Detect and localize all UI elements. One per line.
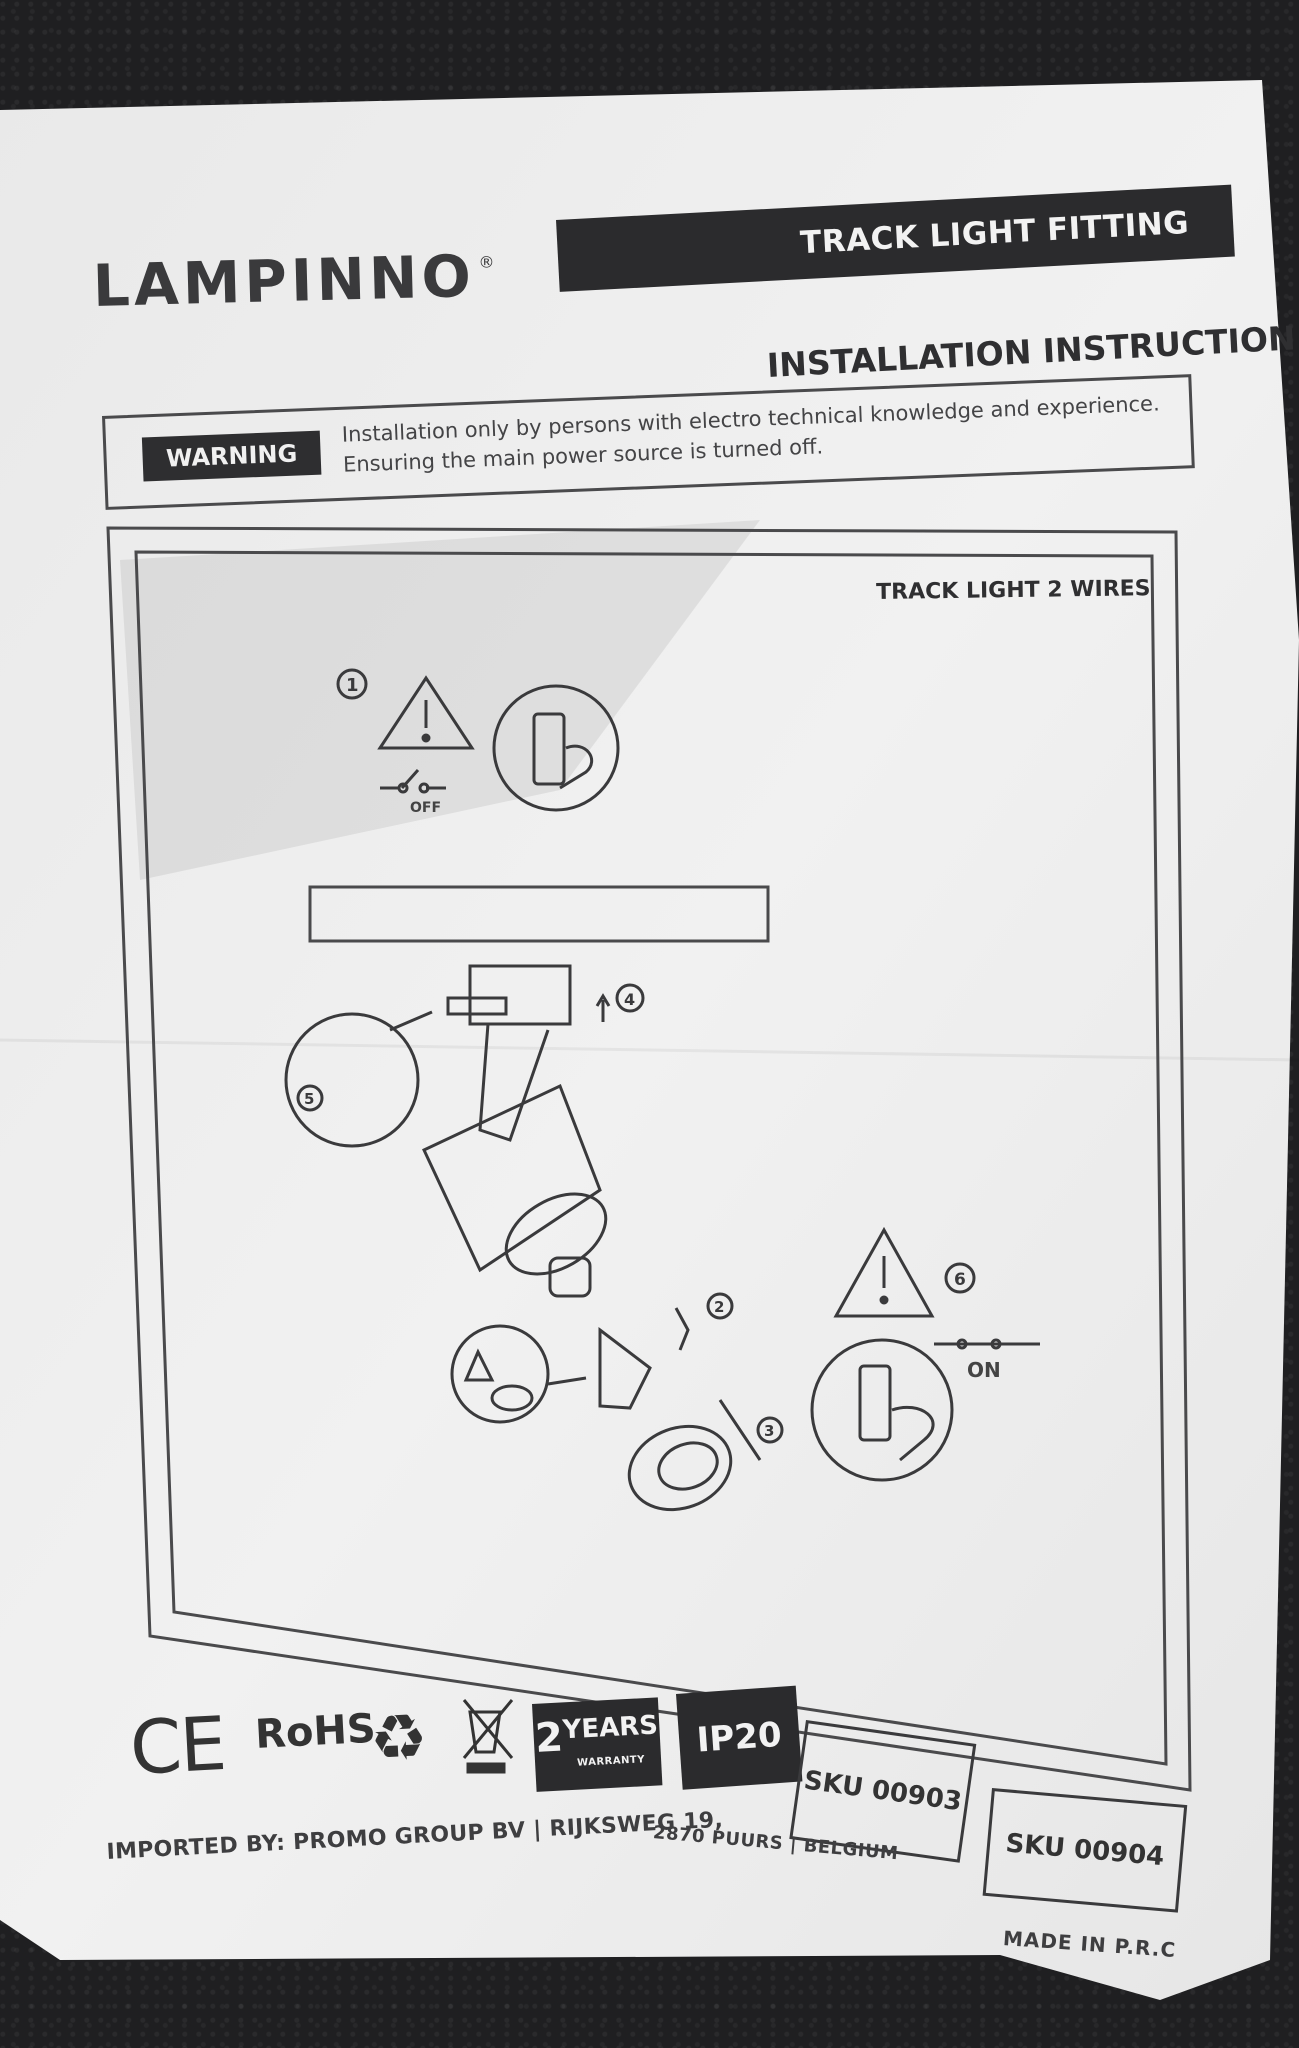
warning-triangle-icon bbox=[377, 675, 475, 750]
label-box bbox=[308, 885, 770, 943]
step-6-group bbox=[810, 1226, 1040, 1482]
warning-text: Installation only by persons with electr… bbox=[341, 388, 1161, 479]
diagram-heading: TRACK LIGHT 2 WIRES bbox=[876, 576, 1151, 605]
document-title: TRACK LIGHT FITTING bbox=[799, 204, 1190, 262]
step-5-zoom bbox=[284, 1010, 433, 1148]
on-label: ON bbox=[967, 1358, 1001, 1382]
step-5-number: 5 bbox=[304, 1090, 314, 1108]
step-1-group bbox=[336, 668, 620, 812]
step-4-number: 4 bbox=[624, 990, 635, 1009]
recycle-icon: ♻ bbox=[368, 1700, 430, 1778]
lens-ring-icon bbox=[627, 1399, 784, 1512]
switch-hand-icon bbox=[492, 684, 620, 812]
step-1-number: 1 bbox=[346, 675, 359, 696]
inner-frame bbox=[134, 550, 1168, 1766]
weee-bin-icon bbox=[462, 1699, 514, 1774]
gu10-bulb-icon bbox=[450, 1292, 734, 1424]
ip-rating-badge: IP20 bbox=[676, 1685, 803, 1790]
brand-logo: LAMPINNO® bbox=[92, 241, 500, 320]
warranty-years: YEARS bbox=[561, 1710, 659, 1746]
warranty-badge: 2YEARS WARRANTY bbox=[532, 1697, 663, 1792]
warning-badge: WARNING bbox=[141, 430, 322, 482]
registered-mark: ® bbox=[478, 252, 499, 272]
step-2-number: 2 bbox=[714, 1298, 724, 1316]
warranty-word: WARRANTY bbox=[576, 1754, 646, 1769]
outer-frame bbox=[106, 526, 1192, 1792]
ce-mark-icon: CE bbox=[128, 1701, 227, 1792]
track-light-fixture-icon bbox=[422, 964, 645, 1298]
sku-box-2: SKU 00904 bbox=[982, 1788, 1188, 1913]
step-6-number: 6 bbox=[954, 1270, 966, 1290]
off-label: OFF bbox=[410, 800, 442, 816]
brand-name: LAMPINNO bbox=[92, 241, 476, 320]
warranty-number: 2 bbox=[533, 1714, 565, 1762]
step-3-number: 3 bbox=[764, 1422, 774, 1440]
rohs-label: RoHS bbox=[254, 1705, 377, 1758]
